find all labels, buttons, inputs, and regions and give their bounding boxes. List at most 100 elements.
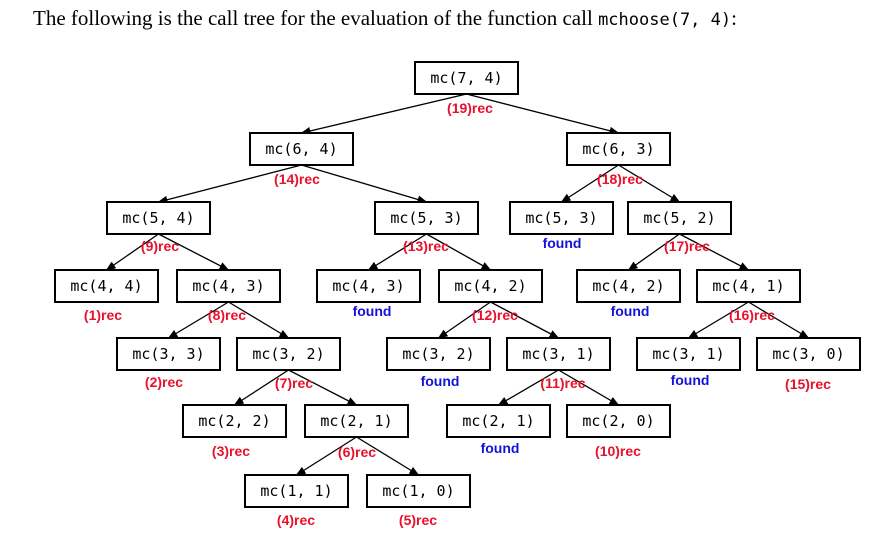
call-node: mc(2, 1) found	[446, 404, 551, 456]
call-edge	[356, 436, 420, 476]
call-edge	[618, 164, 681, 203]
call-edge	[157, 164, 302, 204]
call-edge	[679, 233, 750, 271]
rec-label: (2)rec	[145, 374, 183, 390]
rec-label: (4)rec	[277, 512, 315, 528]
call-edge	[105, 233, 159, 271]
call-node: mc(6, 4) (14)rec	[249, 132, 354, 187]
call-node-label: mc(3, 0)	[772, 345, 844, 363]
call-node-label: mc(4, 1)	[712, 277, 784, 295]
rec-label: (10)rec	[595, 443, 641, 459]
call-node-box	[182, 404, 287, 438]
call-edge	[426, 233, 492, 271]
call-node-box	[366, 474, 471, 508]
call-edge	[367, 233, 427, 271]
call-node-box	[316, 269, 421, 303]
call-node-label: mc(6, 3)	[582, 140, 654, 158]
found-label: found	[421, 373, 460, 389]
call-edge	[497, 369, 559, 406]
call-node-box	[236, 337, 341, 371]
call-node-label: mc(2, 1)	[462, 412, 534, 430]
call-node-label: mc(3, 1)	[522, 345, 594, 363]
call-node: mc(5, 4) (9)rec	[106, 201, 211, 254]
call-node: mc(3, 2) found	[386, 337, 491, 389]
found-label: found	[353, 303, 392, 319]
call-edge	[627, 233, 680, 271]
rec-label: (3)rec	[212, 443, 250, 459]
call-node-box	[414, 61, 519, 95]
call-edge	[167, 301, 229, 339]
call-node-label: mc(4, 3)	[332, 277, 404, 295]
call-node-label: mc(2, 1)	[320, 412, 392, 430]
call-edge	[228, 301, 290, 339]
call-edge	[687, 301, 749, 339]
call-node-label: mc(7, 4)	[430, 69, 502, 87]
call-node-box	[509, 201, 614, 235]
call-node: mc(7, 4)(19)rec	[414, 61, 519, 116]
rec-label: (18)rec	[597, 171, 643, 187]
heading-text: The following is the call tree for the e…	[33, 6, 599, 30]
call-node: mc(4, 1)(16)rec	[696, 269, 801, 323]
call-edge	[295, 436, 357, 476]
call-node: mc(2, 2)(3)rec	[182, 404, 287, 459]
call-node: mc(2, 1)(6)rec	[304, 404, 409, 460]
call-node: mc(3, 1) (11)rec	[506, 337, 611, 391]
call-node: mc(1, 0)(5)rec	[366, 474, 471, 528]
rec-label: (7)rec	[275, 375, 313, 391]
call-node: mc(5, 3)found	[509, 201, 614, 251]
call-node: mc(4, 2)(12)rec	[438, 269, 543, 323]
rec-label: (17)rec	[664, 238, 710, 254]
call-edge	[558, 369, 620, 406]
found-label: found	[481, 440, 520, 456]
call-node-label: mc(3, 2)	[252, 345, 324, 363]
call-edge	[301, 164, 428, 204]
call-edge	[490, 301, 560, 339]
call-node-box	[627, 201, 732, 235]
call-node-label: mc(4, 2)	[454, 277, 526, 295]
call-node: mc(4, 3) found	[316, 269, 421, 319]
heading-suffix: :	[731, 6, 737, 30]
call-node-label: mc(5, 4)	[122, 209, 194, 227]
rec-label: (11)rec	[540, 375, 585, 391]
call-node-label: mc(4, 3)	[192, 277, 264, 295]
call-node-box	[438, 269, 543, 303]
rec-label: (1)rec	[84, 307, 122, 323]
call-node: mc(3, 2) (7)rec	[236, 337, 341, 391]
call-node-box	[54, 269, 159, 303]
call-node-box	[506, 337, 611, 371]
call-node: mc(4, 2)found	[576, 269, 681, 319]
call-node-box	[374, 201, 479, 235]
rec-label: (9)rec	[141, 238, 179, 254]
call-node: mc(2, 0)(10)rec	[566, 404, 671, 459]
call-node: mc(4, 4) (1)rec	[54, 269, 159, 323]
call-node-box	[176, 269, 281, 303]
rec-label: (14)rec	[274, 171, 320, 187]
call-node-label: mc(6, 4)	[265, 140, 337, 158]
found-label: found	[671, 372, 710, 388]
call-node: mc(5, 2)(17)rec	[627, 201, 732, 254]
call-node-label: mc(4, 4)	[70, 277, 142, 295]
call-node: mc(1, 1) (4)rec	[244, 474, 349, 528]
call-node-label: mc(1, 0)	[382, 482, 454, 500]
edges-layer	[105, 93, 810, 476]
call-node-box	[116, 337, 221, 371]
call-node: mc(6, 3) (18)rec	[566, 132, 671, 187]
call-edge	[466, 93, 620, 135]
call-node: mc(5, 3)(13)rec	[374, 201, 479, 254]
call-edge	[748, 301, 810, 339]
call-edge	[158, 233, 230, 271]
call-node-box	[249, 132, 354, 166]
call-node-box	[576, 269, 681, 303]
call-node: mc(3, 0)(15)rec	[756, 337, 861, 392]
call-node: mc(3, 1) found	[636, 337, 741, 388]
heading-code: mchoose(7, 4)	[598, 10, 732, 30]
call-node-label: mc(1, 1)	[260, 482, 332, 500]
nodes-layer: mc(7, 4)(19)rec mc(6, 4) (14)rec mc(6, 3) (1…	[54, 61, 861, 528]
call-node-label: mc(3, 1)	[652, 345, 724, 363]
call-node-label: mc(3, 2)	[402, 345, 474, 363]
call-edge	[437, 301, 491, 339]
call-node-box	[756, 337, 861, 371]
call-node-label: mc(4, 2)	[592, 277, 664, 295]
